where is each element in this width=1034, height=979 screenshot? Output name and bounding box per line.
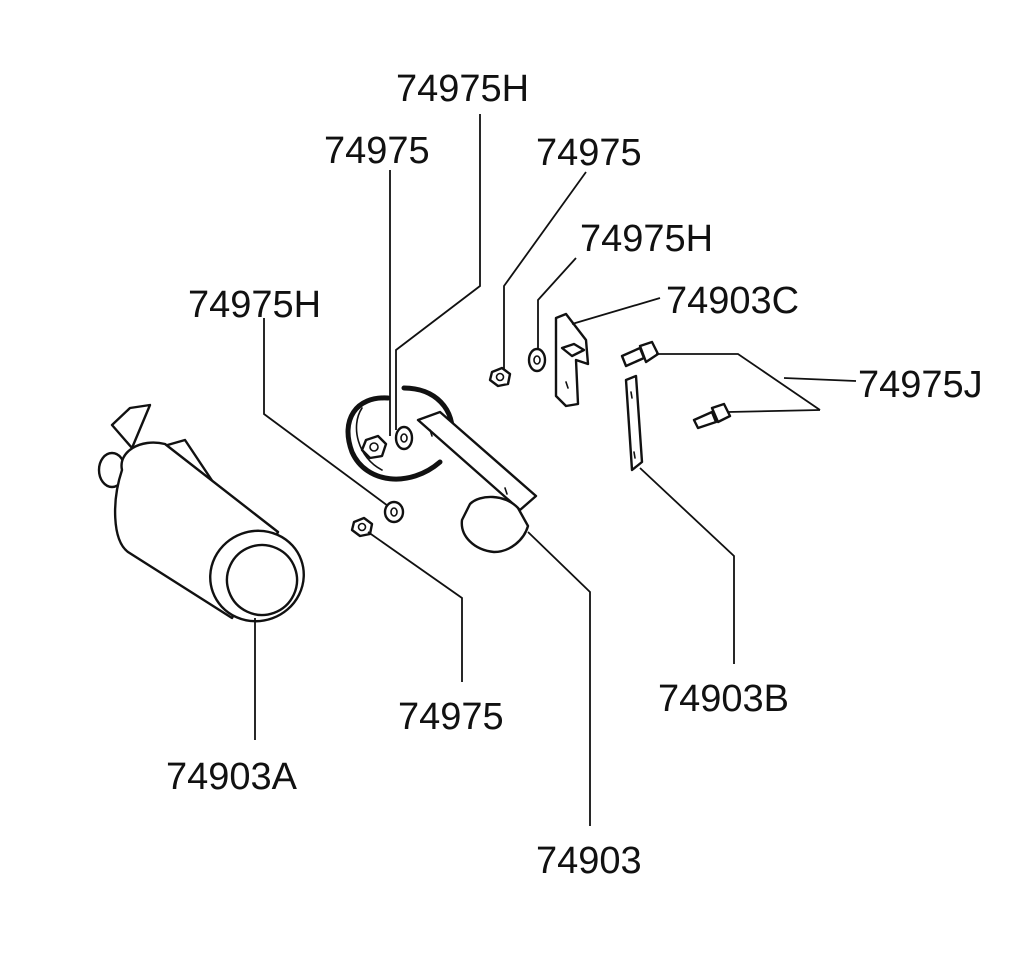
clamp-strap-hole-2 [504, 487, 508, 495]
bracket-flat-hole-1 [630, 391, 633, 399]
washer-top-part [394, 425, 414, 451]
bolt-upper-part [620, 340, 660, 368]
label-74975H-left: 74975H [188, 284, 322, 326]
washer-right-shape [527, 347, 547, 373]
bolt-lower-shank [692, 410, 718, 430]
label-74903C: 74903C [666, 280, 800, 322]
label-74975-lower: 74975 [398, 696, 504, 738]
nut-top-left-part [360, 434, 388, 460]
label-74975H-right: 74975H [580, 218, 714, 260]
leader-washer-left [263, 318, 389, 507]
washer-left-shape [383, 500, 405, 524]
label-74975-top-right: 74975 [536, 132, 642, 174]
bracket-small-stud-head [560, 342, 586, 358]
canister-tab [110, 403, 152, 450]
bolt-lower-part [692, 402, 732, 430]
bracket-small-part [554, 312, 590, 408]
clamp-ring-inner [355, 407, 383, 471]
washer-top-hole [400, 433, 408, 443]
washer-left-part [383, 500, 405, 524]
washer-left-hole [390, 507, 398, 517]
leader-washer-right [537, 257, 577, 350]
nut-top-left-shape [360, 434, 388, 460]
washer-right-part [527, 347, 547, 373]
canister-end-inner [225, 543, 299, 617]
bracket-flat-hole-2 [633, 451, 636, 459]
nut-top-left-hole [369, 442, 379, 452]
leader-bolt-upper [656, 353, 821, 411]
leader-lines [254, 114, 857, 826]
clamp-loop [460, 495, 530, 554]
nut-top-right-shape [488, 366, 512, 388]
leader-bolt-lower [727, 409, 821, 413]
washer-right-hole [533, 355, 541, 365]
label-74975J: 74975J [858, 364, 983, 406]
label-74903A: 74903A [166, 756, 298, 798]
nut-lower-hole [357, 522, 367, 532]
leader-top-hose-clamp [395, 114, 481, 430]
label-74903B: 74903B [658, 678, 790, 720]
leader-clamp-bracket [527, 531, 591, 826]
nut-top-right-part [488, 366, 512, 388]
nut-top-right-hole [495, 372, 505, 382]
bolt-lower-head [710, 402, 732, 424]
leader-bolts-main [783, 377, 857, 382]
clamp-bracket-part [345, 385, 538, 554]
label-74975-top-left: 74975 [324, 130, 430, 172]
bracket-flat-part [624, 374, 644, 472]
canister-part [97, 403, 305, 623]
label-74903: 74903 [536, 840, 642, 882]
leader-bracket-small [571, 297, 661, 325]
leader-nut-top-right [503, 171, 587, 370]
bracket-small-plate [554, 312, 590, 408]
clamp-ring-lower [345, 395, 443, 482]
leader-nut-lower [367, 531, 463, 682]
bracket-small-hole [565, 381, 569, 389]
label-74975H-top: 74975H [396, 68, 530, 110]
clamp-strap-hole-1 [429, 429, 433, 437]
washer-top-shape [394, 425, 414, 451]
leader-bracket-flat [639, 467, 735, 664]
clamp-strap-bar [416, 410, 538, 512]
bracket-flat-plate [624, 374, 644, 472]
